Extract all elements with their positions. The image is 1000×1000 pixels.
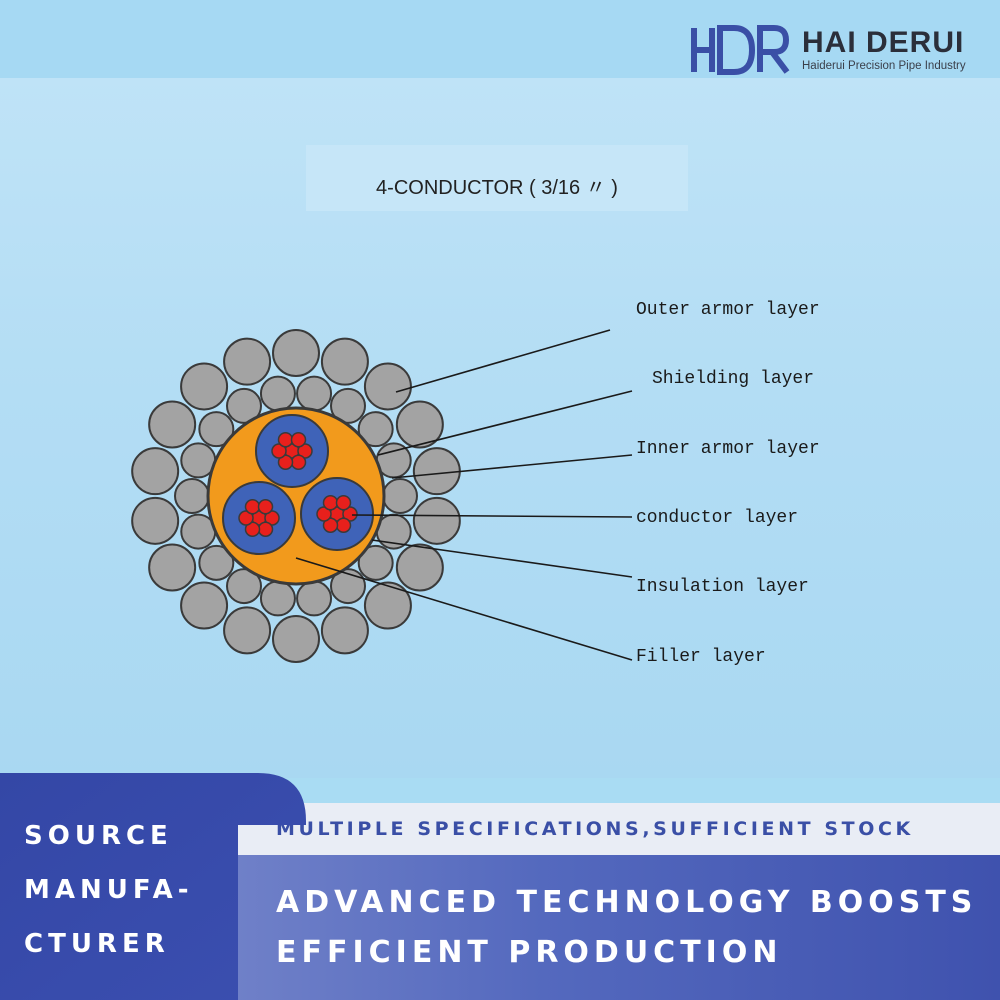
conductor-strand (271, 443, 287, 459)
conductor-strand (290, 454, 307, 471)
outer-armor-wire (320, 606, 369, 655)
label-conductor-layer: conductor layer (636, 508, 799, 528)
outer-armor-wire (412, 447, 461, 496)
outer-armor-wire (395, 400, 444, 449)
leader-line (351, 514, 633, 518)
conductor-strand (297, 443, 313, 459)
conductor-cores (222, 414, 374, 555)
banner-headline-line-2: EFFICIENT PRODUCTION (276, 935, 783, 970)
diagram-title-box: 4-CONDUCTOR ( 3/16 〃 ) (306, 145, 688, 211)
left-block-shape (0, 773, 306, 1000)
outer-armor-wire (320, 337, 369, 386)
inner-armor-wire (198, 544, 235, 581)
inner-armor-wire (296, 580, 333, 617)
outer-armor-wire (363, 581, 412, 630)
conductor-strand (277, 431, 294, 448)
conductor-strand (244, 498, 261, 515)
inner-armor-wire (259, 580, 296, 617)
label-inner-armor-layer: Inner armor layer (636, 439, 820, 459)
outer-armor-wire (148, 543, 197, 592)
leader-line (395, 329, 611, 393)
outer-armor-wire (131, 496, 180, 545)
brand-logo: HAI DERUI Haiderui Precision Pipe Indust… (690, 22, 990, 78)
inner-armor-wire (174, 478, 210, 514)
cable-cross-section (131, 329, 633, 663)
header-band (0, 0, 1000, 78)
leader-lines (295, 329, 633, 661)
leader-line (377, 390, 633, 456)
inner-armor-wire (198, 411, 235, 448)
inner-armor-wire (296, 375, 333, 412)
leader-line (295, 557, 633, 661)
left-text-line-3: CTURER (24, 929, 170, 959)
diagram-title: 4-CONDUCTOR ( 3/16 〃 ) (376, 177, 618, 199)
outer-armor-wire (180, 362, 229, 411)
conductor-strand (238, 510, 254, 526)
label-filler-layer: Filler layer (636, 647, 766, 667)
outer-armor-wire (272, 615, 320, 663)
conductor-strand (322, 494, 339, 511)
inner-armor-wire (259, 375, 296, 412)
outer-armor-wires (131, 329, 461, 663)
left-text-line-2: MANUFA- (24, 875, 194, 905)
conductor-strand (290, 431, 307, 448)
inner-armor-wire (382, 478, 418, 514)
conductor-strand (322, 517, 339, 534)
leader-line (391, 454, 633, 479)
outer-armor-wire (272, 329, 320, 377)
banner-strip-text: MULTIPLE SPECIFICATIONS,SUFFICIENT STOCK (276, 818, 914, 840)
conductor-strand (244, 521, 261, 538)
label-shielding-layer: Shielding layer (652, 369, 815, 389)
conductor-strand (257, 498, 274, 515)
label-outer-armor-layer: Outer armor layer (636, 300, 820, 320)
leader-line (371, 539, 633, 578)
conductor-strand (257, 521, 274, 538)
conductor-strand (316, 506, 332, 522)
conductor-strand (277, 454, 294, 471)
label-insulation-layer: Insulation layer (636, 577, 809, 597)
banner-strip: MULTIPLE SPECIFICATIONS,SUFFICIENT STOCK (238, 803, 1000, 855)
source-manufacturer-block: SOURCE MANUFA- CTURER (0, 773, 308, 1000)
outer-armor-wire (223, 337, 272, 386)
outer-armor-wire (131, 447, 180, 496)
outer-armor-wire (363, 362, 412, 411)
outer-armor-wire (180, 581, 229, 630)
brand-tagline: Haiderui Precision Pipe Industry (802, 60, 966, 72)
inner-armor-wire (330, 387, 366, 424)
conductor-strand (335, 494, 352, 511)
inner-armor-wire (357, 411, 394, 448)
conductor-strand (342, 506, 358, 522)
banner-main: ADVANCED TECHNOLOGY BOOSTS EFFICIENT PRO… (238, 855, 1000, 1000)
inner-armor-wire (226, 568, 262, 605)
conductor-strand (335, 517, 352, 534)
outer-armor-wire (395, 543, 444, 592)
inner-armor-wire (330, 568, 366, 605)
inner-armor-wire (226, 387, 262, 424)
outer-armor-wire (148, 400, 197, 449)
outer-armor-wire (223, 606, 272, 655)
left-text-line-1: SOURCE (24, 821, 173, 851)
brand-name: HAI DERUI (802, 26, 965, 59)
conductor-strand (264, 510, 280, 526)
banner-headline-line-1: ADVANCED TECHNOLOGY BOOSTS (276, 885, 978, 920)
outer-armor-wire (412, 496, 461, 545)
hdr-logo-icon (691, 25, 790, 75)
inner-armor-wire (357, 544, 394, 581)
